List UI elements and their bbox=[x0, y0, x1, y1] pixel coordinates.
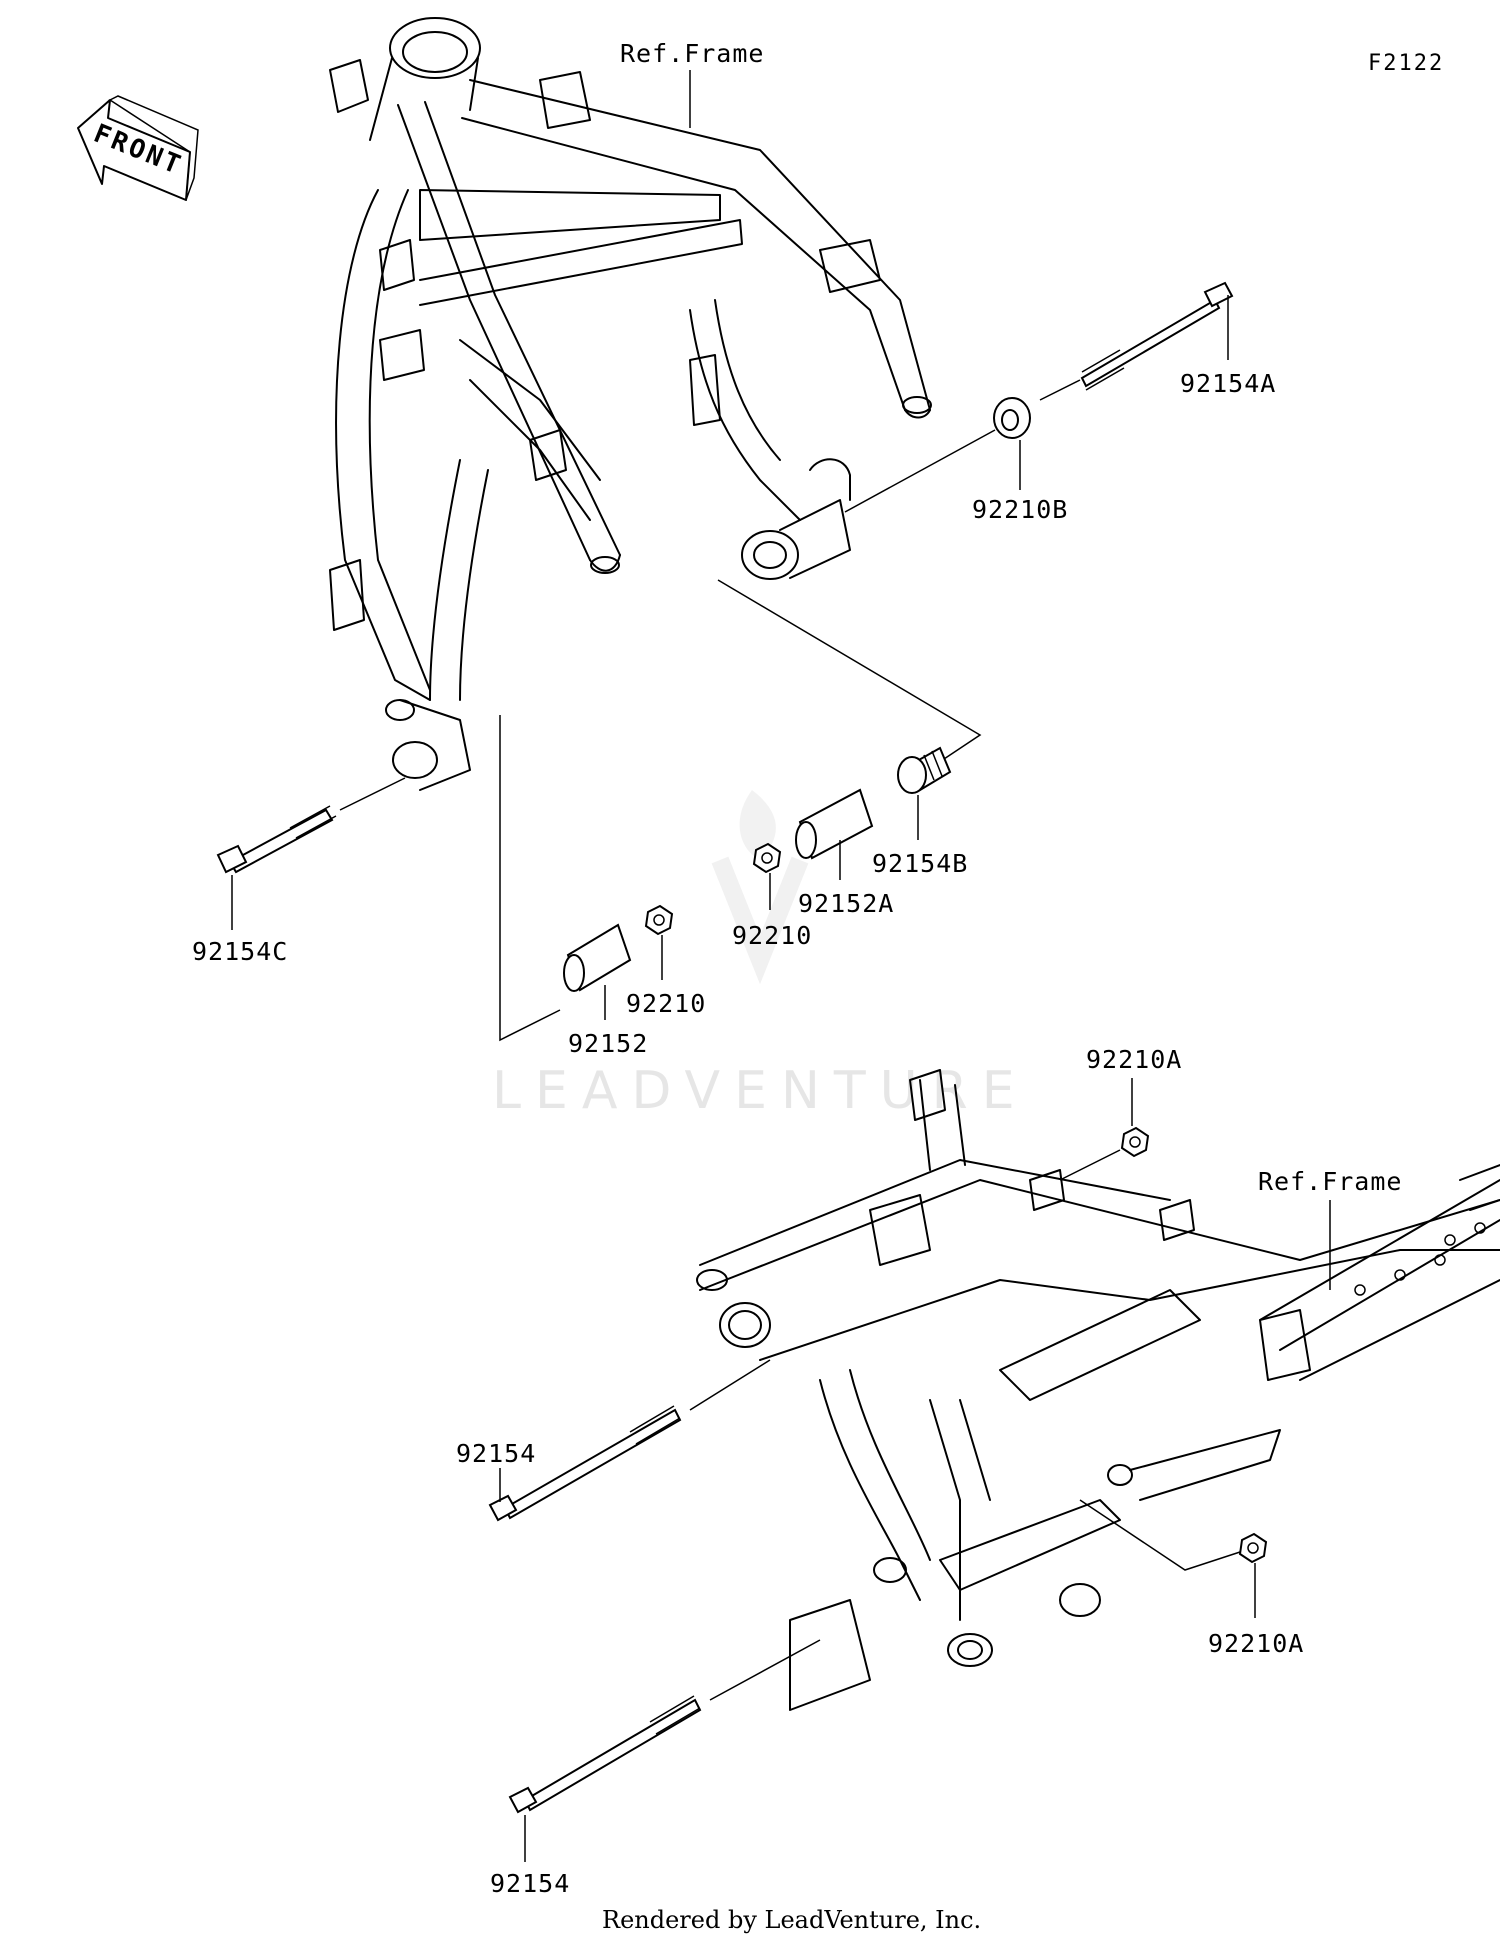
label-92210a-top: 92210A bbox=[1086, 1045, 1182, 1074]
label-92210-mid: 92210 bbox=[732, 921, 812, 950]
top-frame-drawing bbox=[329, 17, 932, 791]
ref-frame-label-top: Ref.Frame bbox=[620, 39, 764, 68]
watermark-text: LEADVENTURE bbox=[492, 1061, 1029, 1121]
label-92154-bottom: 92154 bbox=[490, 1869, 570, 1898]
bolt-92154-bottom bbox=[508, 1695, 702, 1814]
collar-92210b bbox=[993, 397, 1031, 439]
label-92154c: 92154C bbox=[192, 937, 288, 966]
nut-92210a-bottom bbox=[1238, 1532, 1268, 1564]
nut-92210-mid bbox=[752, 842, 782, 874]
ref-frame-label-bottom: Ref.Frame bbox=[1258, 1167, 1402, 1196]
bolt-92154a bbox=[1080, 281, 1234, 391]
nut-92210-left bbox=[644, 904, 674, 936]
front-arrow-icon: FRONT bbox=[77, 95, 199, 201]
label-92154b: 92154B bbox=[872, 849, 968, 878]
diagram-code: F2122 bbox=[1368, 51, 1444, 76]
bottom-frame-drawing bbox=[696, 1069, 1500, 1711]
bolt-92154c bbox=[216, 805, 337, 874]
bolt-92154-middle bbox=[488, 1405, 682, 1522]
label-92154-middle: 92154 bbox=[456, 1439, 536, 1468]
footer-credit: Rendered by LeadVenture, Inc. bbox=[602, 1906, 981, 1934]
label-92210b: 92210B bbox=[972, 495, 1068, 524]
label-92154a: 92154A bbox=[1180, 369, 1276, 398]
spacer-92152a bbox=[795, 788, 874, 860]
label-92152: 92152 bbox=[568, 1029, 648, 1058]
spacer-92152 bbox=[563, 923, 632, 992]
collar-92154b bbox=[897, 746, 952, 794]
nut-92210a-top bbox=[1120, 1126, 1150, 1158]
leadventure-logo-icon bbox=[711, 790, 809, 985]
label-92152a: 92152A bbox=[798, 889, 894, 918]
watermark: LEADVENTURE bbox=[492, 790, 1029, 1121]
label-92210a-bottom: 92210A bbox=[1208, 1629, 1304, 1658]
label-92210-left: 92210 bbox=[626, 989, 706, 1018]
